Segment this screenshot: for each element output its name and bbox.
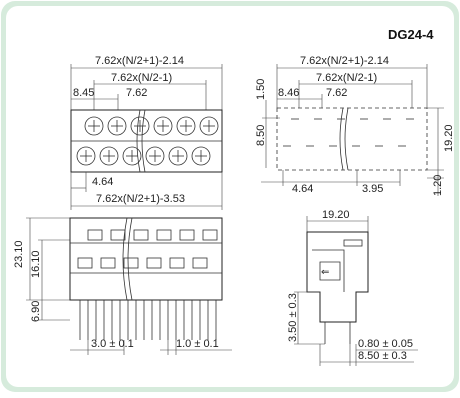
dim-d-right: 3.95 bbox=[362, 183, 383, 195]
dim-side-right: 19.20 bbox=[443, 124, 455, 152]
front-view: 23.10 16.10 6.90 bbox=[13, 217, 232, 355]
dim-h-pin: 6.90 bbox=[30, 301, 42, 322]
dim-c-right: 4.64 bbox=[292, 183, 313, 195]
dim-mid-right: 7.62x(N/2-1) bbox=[316, 72, 377, 84]
dim-c-left: 4.64 bbox=[92, 176, 113, 188]
dim-b-right: 7.62 bbox=[326, 87, 347, 99]
dim-a-right: 8.46 bbox=[278, 87, 299, 99]
dim-bottom-left: 7.62x(N/2+1)-3.53 bbox=[96, 193, 185, 205]
dim-h2-right: 8.50 bbox=[255, 125, 267, 146]
dim-pin-len: 3.50 ± 0.3 bbox=[287, 293, 299, 342]
model-title: DG24-4 bbox=[388, 27, 434, 42]
dim-pitch-a: 3.0 ± 0.1 bbox=[91, 338, 134, 350]
dim-mid-left: 7.62x(N/2-1) bbox=[111, 72, 172, 84]
pins bbox=[79, 300, 217, 340]
dim-a-left: 8.45 bbox=[73, 87, 94, 99]
screw-row-top bbox=[84, 116, 219, 136]
terminal-row-bottom bbox=[77, 257, 208, 269]
terminal-row-top bbox=[87, 229, 218, 241]
dim-outer-left: 7.62x(N/2+1)-2.14 bbox=[95, 55, 184, 67]
top-view-left: 7.62x(N/2+1)-2.14 7.62x(N/2-1) 8.45 7.62 bbox=[70, 55, 223, 210]
dim-h-mid: 16.10 bbox=[30, 250, 42, 278]
dim-width-side: 19.20 bbox=[322, 209, 350, 221]
side-view: 19.20 ⇐ 3.50 ± 0.3 0.80 ± 0.05 8.50 ± 0.… bbox=[287, 209, 418, 366]
dim-b-left: 7.62 bbox=[126, 87, 147, 99]
dim-e-right: 1.20 bbox=[432, 175, 444, 196]
dim-pin-w: 0.80 ± 0.05 bbox=[358, 338, 413, 350]
dim-outer-right: 7.62x(N/2+1)-2.14 bbox=[300, 55, 389, 67]
screw-row-bottom bbox=[76, 146, 211, 166]
dim-pitch-b: 1.0 ± 0.1 bbox=[176, 338, 219, 350]
top-view-right: 7.62x(N/2+1)-2.14 7.62x(N/2-1) 8.46 7.62… bbox=[255, 55, 455, 196]
dim-h-total: 23.10 bbox=[13, 240, 25, 268]
dim-h1-right: 1.50 bbox=[255, 79, 267, 100]
release-arrow-icon: ⇐ bbox=[321, 267, 329, 278]
dim-depth: 8.50 ± 0.3 bbox=[358, 350, 407, 362]
